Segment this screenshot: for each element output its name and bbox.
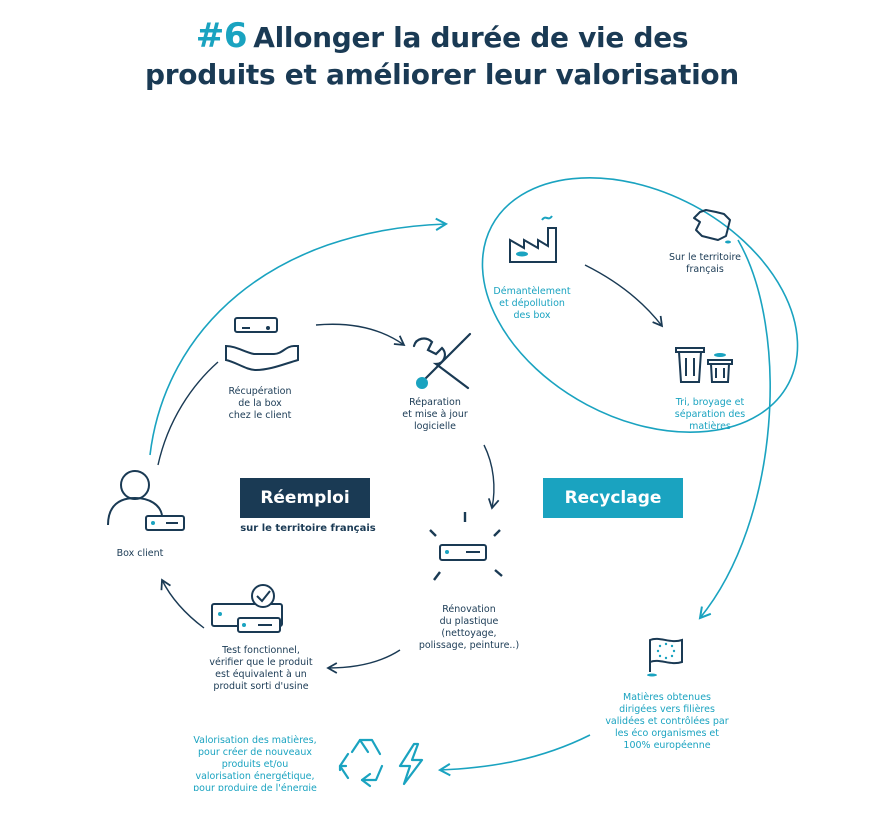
label-box-client: Box client — [116, 548, 164, 559]
recycling-ellipse — [481, 177, 799, 433]
recycle-icon — [338, 738, 384, 788]
label-demantelement: Démantèlement et dépollution des box — [493, 286, 571, 321]
box-hand-icon — [225, 317, 299, 372]
arrow-renov-to-test — [326, 649, 401, 674]
title-line1: Allonger la durée de vie des — [253, 21, 689, 54]
arrow-test-to-box — [160, 578, 205, 629]
eu-flag-icon — [647, 637, 683, 677]
label-test: Test fonctionnel, vérifier que le produi… — [209, 645, 313, 692]
lightning-icon — [398, 742, 424, 786]
arrow-repair-to-renov — [483, 444, 500, 510]
arrow-recup-to-repair — [315, 323, 406, 347]
label-recuperation: Récupération de la box chez le client — [228, 386, 292, 421]
badge-recyclage: Recyclage — [543, 478, 683, 518]
arc-eu-to-valorisation — [437, 734, 591, 777]
tools-icon — [412, 332, 472, 390]
label-valorisation: Valorisation des matières, pour créer de… — [193, 735, 317, 791]
label-territoire: Sur le territoire français — [668, 252, 742, 275]
title-line2: produits et améliorer leur valorisation — [145, 58, 739, 91]
factory-icon — [509, 215, 557, 263]
bins-icon — [675, 347, 733, 383]
box-check-icon — [211, 584, 283, 633]
label-tri: Tri, broyage et séparation des matières — [674, 397, 746, 432]
label-reparation: Réparation et mise à jour logicielle — [402, 397, 468, 432]
badge-reemploi: Réemploi — [240, 478, 370, 518]
label-matieres: Matières obtenues dirigées vers filières… — [605, 692, 729, 751]
arc-reemploi-to-recycling — [149, 217, 449, 456]
title-number: #6 — [195, 16, 248, 56]
badge-reemploi-subtitle: sur le territoire français — [240, 523, 376, 534]
arrow-factory-to-bins — [584, 264, 664, 328]
label-renovation: Rénovation du plastique (nettoyage, poli… — [418, 604, 520, 651]
france-map-icon — [693, 209, 731, 244]
arrow-box-to-recup — [157, 361, 219, 466]
person-box-icon — [107, 470, 185, 531]
box-sparkle-icon — [429, 512, 503, 581]
arc-recycling-to-eu — [698, 239, 771, 620]
